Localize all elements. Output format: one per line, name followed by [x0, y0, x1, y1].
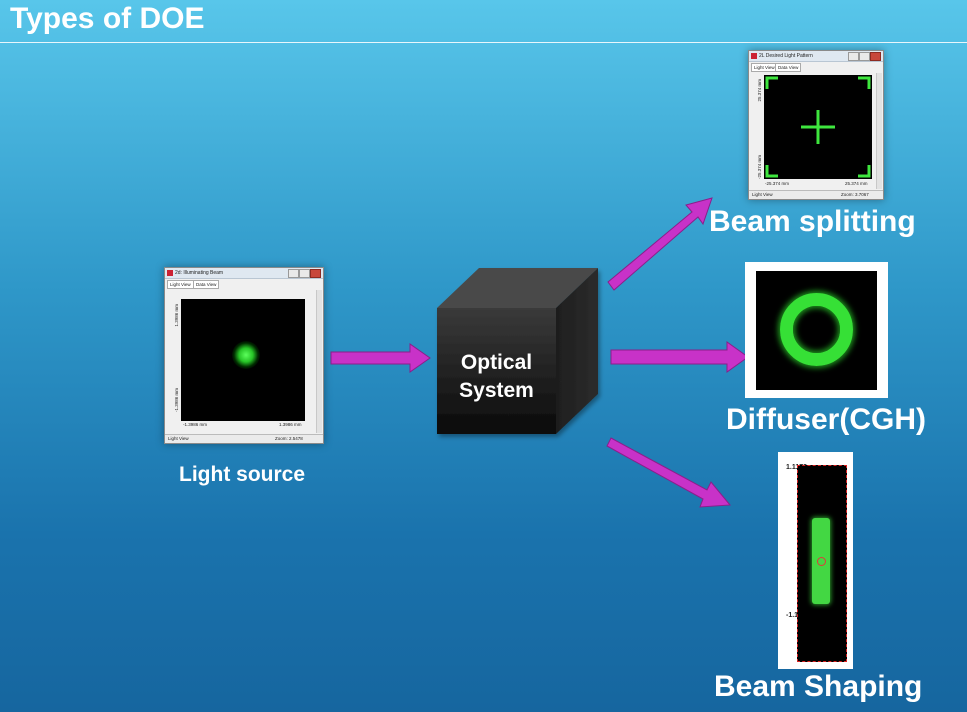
- beam-shaping-plot: [797, 465, 847, 662]
- diffuser-panel: [745, 262, 888, 398]
- cube-front-face: [437, 308, 556, 434]
- beam-shaping-label: Beam Shaping: [714, 670, 923, 703]
- y-axis-bottom-label: -1.3986 mm: [174, 388, 179, 413]
- status-view: Light View: [168, 436, 189, 441]
- tab-light-view[interactable]: Light View: [167, 280, 194, 289]
- app-icon: [167, 270, 173, 276]
- optical-system-label: Optical System: [437, 349, 556, 405]
- x-axis-left-label: -25.374 mm: [765, 181, 790, 186]
- close-button[interactable]: [870, 52, 881, 61]
- arrow-source-to-system: [330, 343, 431, 373]
- beam-spot: [232, 341, 260, 369]
- beam-splitting-label: Beam splitting: [709, 205, 916, 238]
- y-axis-top-label: 25.374 mm: [757, 79, 762, 102]
- tab-data-view[interactable]: Data View: [193, 280, 220, 289]
- status-zoom: Zoom: 2.5478: [275, 436, 303, 441]
- y-axis-top-label: 1.3986 mm: [174, 304, 179, 327]
- diffuser-ring: [780, 293, 853, 366]
- window-title: 2L Desired Light Pattern: [759, 53, 813, 59]
- diffuser-label: Diffuser(CGH): [726, 403, 926, 436]
- tab-light-view[interactable]: Light View: [751, 63, 778, 72]
- beam-shaping-panel: 1.1173 mm -1.1173 mm: [778, 452, 853, 669]
- minimize-button[interactable]: [848, 52, 859, 61]
- desired-light-pattern-plot: [764, 75, 872, 179]
- optical-label-line1: Optical: [460, 351, 533, 374]
- arrow-to-beam-splitting: [607, 197, 713, 291]
- illuminating-beam-plot: [181, 299, 305, 421]
- status-bar: Light View Zoom: 2.5478: [165, 434, 323, 443]
- cube-top-face: [437, 268, 598, 308]
- y-axis-bottom-label: -25.374 mm: [757, 155, 762, 180]
- corner-bottom-left: [765, 165, 778, 178]
- cube-side-face: [556, 268, 598, 434]
- arrow-to-diffuser: [610, 341, 749, 373]
- status-bar: Light View Zoom: 3.7067: [749, 190, 883, 199]
- light-source-window: 2d: Illuminating Beam Light View Data Vi…: [164, 267, 324, 444]
- vertical-scrollbar[interactable]: [876, 73, 882, 189]
- title-bar: 2L Desired Light Pattern: [749, 51, 883, 62]
- beam-splitting-window: 2L Desired Light Pattern Light View Data…: [748, 50, 884, 200]
- arrow-to-beam-shaping: [606, 437, 732, 508]
- center-marker-icon: [817, 557, 826, 566]
- corner-bottom-right: [858, 165, 871, 178]
- optical-system-cube: [437, 268, 598, 434]
- close-button[interactable]: [310, 269, 321, 278]
- tab-data-view[interactable]: Data View: [775, 63, 802, 72]
- title-divider: [0, 42, 967, 43]
- status-view: Light View: [752, 192, 773, 197]
- title-bar: 2d: Illuminating Beam: [165, 268, 323, 279]
- split-pattern: [765, 76, 871, 178]
- slide-title: Types of DOE: [10, 2, 205, 35]
- maximize-button[interactable]: [859, 52, 870, 61]
- diffuser-plot: [756, 271, 877, 390]
- minimize-button[interactable]: [288, 269, 299, 278]
- vertical-scrollbar[interactable]: [316, 290, 322, 433]
- x-axis-right-label: 25.374 mm: [845, 181, 868, 186]
- corner-top-right: [858, 76, 871, 89]
- optical-label-line2: System: [459, 379, 534, 402]
- app-icon: [751, 53, 757, 59]
- window-title: 2d: Illuminating Beam: [175, 270, 224, 276]
- maximize-button[interactable]: [299, 269, 310, 278]
- corner-top-left: [765, 76, 778, 89]
- x-axis-right-label: 1.3986 mm: [279, 422, 302, 427]
- x-axis-left-label: -1.3986 mm: [183, 422, 208, 427]
- light-source-label: Light source: [179, 463, 306, 486]
- status-zoom: Zoom: 3.7067: [841, 192, 869, 197]
